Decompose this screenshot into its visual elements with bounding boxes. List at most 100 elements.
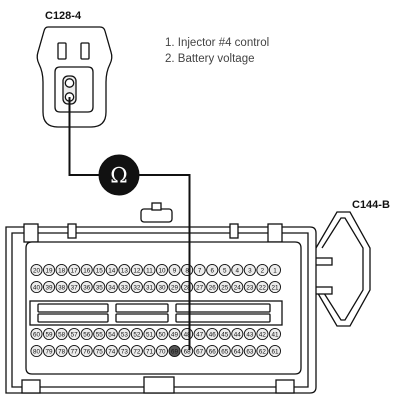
pin-number: 49 xyxy=(171,331,179,338)
pin-number: 15 xyxy=(96,267,104,274)
pin xyxy=(80,280,93,294)
pin-number: 59 xyxy=(46,331,54,338)
pin xyxy=(43,280,56,294)
pin-number: 33 xyxy=(121,284,129,291)
pin-number: 37 xyxy=(71,284,79,291)
pin-number: 55 xyxy=(96,331,104,338)
pin-number: 26 xyxy=(209,284,217,291)
notch xyxy=(267,223,283,243)
pin-number: 69 xyxy=(171,348,179,355)
pin-number: 20 xyxy=(33,267,41,274)
pin-number: 57 xyxy=(71,331,79,338)
pin xyxy=(218,344,231,358)
pin-number: 47 xyxy=(196,331,204,338)
pin-number: 29 xyxy=(171,284,179,291)
connector-latch xyxy=(80,42,90,60)
pin-number: 68 xyxy=(184,348,192,355)
slot xyxy=(115,303,169,313)
pin-number: 78 xyxy=(58,348,66,355)
ohmmeter-icon: Ω xyxy=(98,154,140,196)
pin-number: 22 xyxy=(259,284,267,291)
pin xyxy=(243,344,256,358)
pin xyxy=(218,263,231,277)
pin xyxy=(55,327,68,341)
pin-number: 64 xyxy=(234,348,242,355)
pin-number: 1 xyxy=(273,267,277,274)
pin-number: 28 xyxy=(184,284,192,291)
pin-number: 18 xyxy=(58,267,66,274)
pin xyxy=(155,344,169,358)
terminal-pin-1 xyxy=(64,78,75,88)
pin-number: 56 xyxy=(83,331,91,338)
pin-number: 7 xyxy=(198,267,202,274)
pin xyxy=(231,263,244,277)
bottom-tab xyxy=(275,379,295,394)
pin xyxy=(143,327,156,341)
pin xyxy=(43,263,56,277)
pin xyxy=(193,280,206,294)
pin xyxy=(143,263,156,277)
top-tab-knob xyxy=(151,202,162,211)
pin xyxy=(143,344,156,358)
pin-number: 66 xyxy=(209,348,217,355)
pin xyxy=(105,344,118,358)
pin-number: 74 xyxy=(108,348,116,355)
pin xyxy=(118,344,131,358)
pin-number: 46 xyxy=(209,331,217,338)
pin-number: 38 xyxy=(58,284,66,291)
connector-c144-b xyxy=(5,202,371,394)
pin-number: 17 xyxy=(71,267,79,274)
pin-number: 70 xyxy=(158,348,166,355)
pin-number: 23 xyxy=(246,284,254,291)
pin xyxy=(68,327,81,341)
bottom-tab xyxy=(21,379,41,394)
pin-number: 76 xyxy=(83,348,91,355)
pin-number: 63 xyxy=(246,348,254,355)
pin xyxy=(30,344,43,358)
pin-number: 50 xyxy=(158,331,166,338)
pin-number: 54 xyxy=(108,331,116,338)
pin xyxy=(206,280,219,294)
pin xyxy=(80,263,93,277)
pin xyxy=(193,327,206,341)
pin xyxy=(93,327,106,341)
pin xyxy=(231,344,244,358)
pin xyxy=(193,263,206,277)
notch xyxy=(229,223,239,239)
pin-number: 80 xyxy=(33,348,41,355)
pin xyxy=(55,344,68,358)
pin xyxy=(68,263,81,277)
probe-pin xyxy=(168,344,181,358)
pin xyxy=(256,327,269,341)
pin xyxy=(155,327,169,341)
ohm-symbol: Ω xyxy=(110,164,127,188)
pin-number: 30 xyxy=(158,284,166,291)
slot xyxy=(175,303,271,313)
probe-wire-right xyxy=(136,174,191,350)
pin-number: 12 xyxy=(133,267,141,274)
pin xyxy=(168,280,181,294)
pin xyxy=(243,280,256,294)
pin-number: 6 xyxy=(210,267,214,274)
pin xyxy=(30,263,43,277)
pin xyxy=(256,263,269,277)
pin xyxy=(93,344,106,358)
pin xyxy=(105,327,118,341)
pin xyxy=(206,263,219,277)
pin-number: 65 xyxy=(221,348,229,355)
probe-wire-left xyxy=(68,97,108,176)
pin-number: 72 xyxy=(133,348,141,355)
pin-number: 75 xyxy=(96,348,104,355)
pin-number: 71 xyxy=(146,348,154,355)
pin xyxy=(206,327,219,341)
pin-number: 35 xyxy=(96,284,104,291)
pin xyxy=(231,280,244,294)
pin xyxy=(256,344,269,358)
pin xyxy=(68,280,81,294)
pin-number: 31 xyxy=(146,284,154,291)
pin xyxy=(93,280,106,294)
notch xyxy=(23,223,39,243)
pin xyxy=(256,280,269,294)
pin-number: 42 xyxy=(259,331,267,338)
